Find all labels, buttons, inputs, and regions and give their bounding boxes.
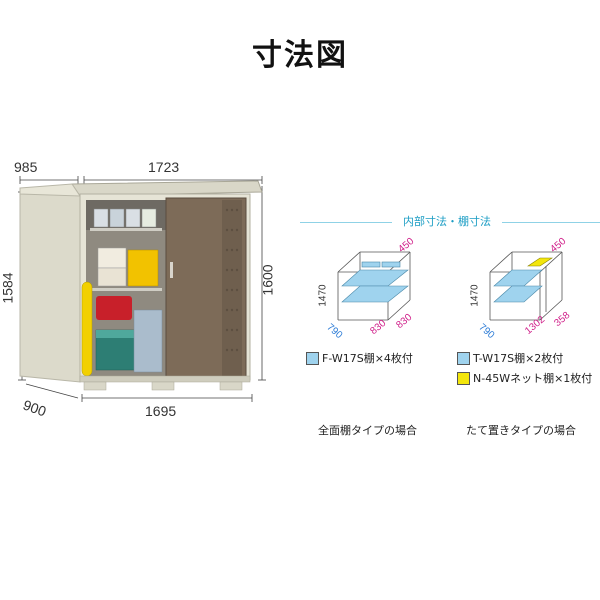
shelf-board [493,285,543,303]
vertical-legend-1: T-W17S棚×2枚付 [457,350,563,366]
shed-base [79,375,251,383]
net-shelf [527,257,553,267]
legend-swatch-blue [457,351,470,365]
shed-foot [83,381,107,391]
storage-box [109,208,125,228]
legend-swatch-blue [306,351,319,365]
dim-top-depth: 985 [14,159,38,175]
storage-box [125,208,141,228]
legend-label: F-W17S棚×4枚付 [322,352,413,365]
dim-top-width: 1723 [148,159,180,175]
page-title: 寸法図 [252,38,348,73]
interior-shelf [90,228,162,231]
door-vent-holes [225,208,239,352]
vertical-type-caption: たて置きタイプの場合 [466,424,576,437]
shed-foot [151,381,175,391]
vertical-legend-2: N-45Wネット棚×1枚付 [457,370,592,386]
full-shelf-diagram [337,251,411,321]
legend-label: T-W17S棚×2枚付 [473,352,564,365]
shelf-board [341,285,409,303]
red-bag [96,296,132,320]
storage-box [93,208,109,228]
vertical-dim-1470: 1470 [469,284,481,307]
yellow-crate [127,249,159,287]
full-dim-1470: 1470 [317,284,329,307]
bodyboard [81,281,93,377]
interior-dimensions-label: 内部寸法・棚寸法 [392,213,502,229]
clear-container [133,309,163,373]
door-vent-panel [222,200,242,376]
dim-bottom-width: 1695 [145,403,177,419]
storage-shed-illustration [18,176,266,402]
legend-label: N-45Wネット棚×1枚付 [473,372,593,385]
vertical-type-diagram [489,251,563,321]
full-shelf-legend: F-W17S棚×4枚付 [306,350,413,366]
door-handle [170,262,173,278]
storage-box [97,247,127,269]
storage-box [97,267,127,287]
shed-side-panel [19,187,81,383]
shelf-board [361,261,381,268]
full-shelf-caption: 全面棚タイプの場合 [318,424,417,437]
storage-box [141,208,157,228]
shelf-board [381,261,401,268]
legend-swatch-yellow [457,371,470,385]
shed-foot [219,381,243,391]
interior-shelf [90,288,162,291]
interior-dimensions-header: 内部寸法・棚寸法 [300,212,600,232]
